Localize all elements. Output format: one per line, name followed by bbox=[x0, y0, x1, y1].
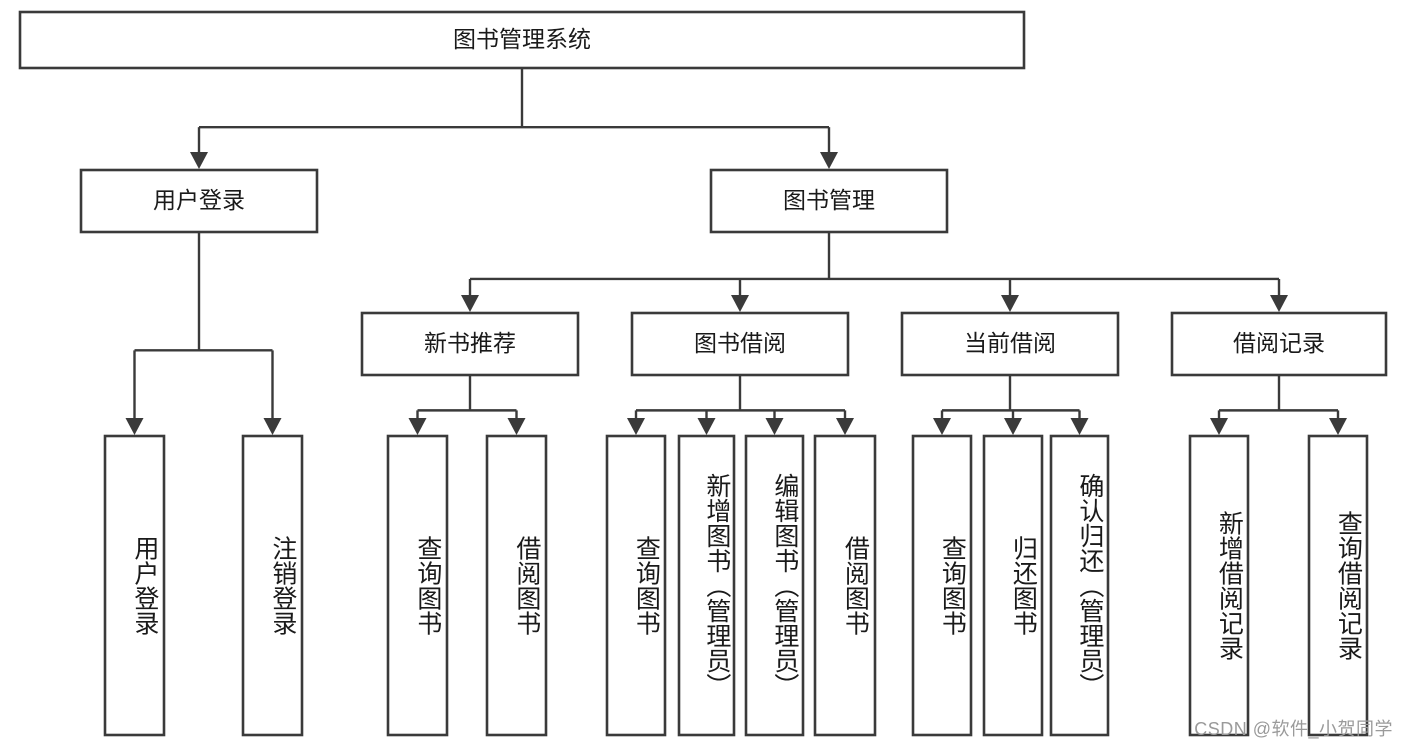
arrow-head-icon bbox=[1210, 418, 1228, 435]
watermark-label: CSDN @软件_小贺同学 bbox=[1194, 719, 1393, 739]
node-leaf-add-book-admin[interactable]: 新增图书（管理员） bbox=[677, 434, 736, 737]
node-box-root[interactable] bbox=[18, 10, 1026, 70]
arrow-head-icon bbox=[820, 152, 838, 169]
arrow-head-icon bbox=[1001, 295, 1019, 312]
arrow-head-icon bbox=[836, 418, 854, 435]
node-leaf-user-login[interactable]: 用户登录 bbox=[103, 434, 166, 737]
node-box-leaf-add-book-admin[interactable] bbox=[677, 434, 736, 737]
node-leaf-borrow-book-2[interactable]: 借阅图书 bbox=[813, 434, 877, 737]
node-label-leaf-confirm-return-admin: 确认归还（管理员） bbox=[1076, 473, 1105, 698]
connector-group bbox=[461, 232, 1288, 312]
connector-group bbox=[933, 375, 1089, 435]
connector-group bbox=[627, 375, 854, 435]
node-label-new-book-recommend: 新书推荐 bbox=[424, 330, 516, 356]
node-label-book-management: 图书管理 bbox=[783, 187, 875, 213]
connector-group bbox=[408, 375, 526, 435]
node-current-borrow[interactable]: 当前借阅 bbox=[900, 311, 1120, 377]
node-box-leaf-query-borrow-record[interactable] bbox=[1307, 434, 1369, 737]
node-box-leaf-borrow-book-2[interactable] bbox=[813, 434, 877, 737]
node-label-user-login: 用户登录 bbox=[153, 187, 245, 213]
arrow-head-icon bbox=[1070, 418, 1089, 435]
node-label-leaf-logout: 注销登录 bbox=[269, 536, 298, 636]
arrow-head-icon bbox=[1270, 295, 1288, 312]
node-box-leaf-return-book[interactable] bbox=[982, 434, 1044, 737]
arrow-head-icon bbox=[1004, 418, 1022, 435]
node-leaf-query-book-3[interactable]: 查询图书 bbox=[911, 434, 973, 737]
node-box-leaf-edit-book-admin[interactable] bbox=[744, 434, 805, 737]
node-box-current-borrow[interactable] bbox=[900, 311, 1120, 377]
node-box-leaf-user-login[interactable] bbox=[103, 434, 166, 737]
node-user-login[interactable]: 用户登录 bbox=[79, 168, 319, 234]
node-borrow-record[interactable]: 借阅记录 bbox=[1170, 311, 1388, 377]
node-leaf-edit-book-admin[interactable]: 编辑图书（管理员） bbox=[744, 434, 805, 737]
node-leaf-query-book-2[interactable]: 查询图书 bbox=[605, 434, 667, 737]
node-label-leaf-query-borrow-record: 查询借阅记录 bbox=[1334, 511, 1363, 661]
connector-group bbox=[190, 68, 838, 169]
node-leaf-confirm-return-admin[interactable]: 确认归还（管理员） bbox=[1049, 434, 1110, 737]
node-label-current-borrow: 当前借阅 bbox=[964, 330, 1056, 356]
arrow-head-icon bbox=[190, 152, 208, 169]
connector-layer bbox=[125, 68, 1347, 435]
arrow-head-icon bbox=[125, 418, 144, 435]
node-box-leaf-query-book-1[interactable] bbox=[386, 434, 449, 737]
node-label-book-borrow: 图书借阅 bbox=[694, 330, 786, 356]
node-label-leaf-borrow-book-1: 借阅图书 bbox=[513, 536, 542, 636]
node-box-new-book-recommend[interactable] bbox=[360, 311, 580, 377]
node-label-leaf-edit-book-admin: 编辑图书（管理员） bbox=[771, 473, 800, 698]
node-box-leaf-confirm-return-admin[interactable] bbox=[1049, 434, 1110, 737]
node-box-book-management[interactable] bbox=[709, 168, 949, 234]
node-leaf-borrow-book-1[interactable]: 借阅图书 bbox=[485, 434, 548, 737]
arrow-head-icon bbox=[507, 418, 526, 435]
arrow-head-icon bbox=[461, 295, 479, 312]
node-label-root: 图书管理系统 bbox=[453, 26, 591, 52]
node-leaf-return-book[interactable]: 归还图书 bbox=[982, 434, 1044, 737]
node-leaf-query-borrow-record[interactable]: 查询借阅记录 bbox=[1307, 434, 1369, 737]
arrow-head-icon bbox=[731, 295, 749, 312]
node-box-user-login[interactable] bbox=[79, 168, 319, 234]
node-book-borrow[interactable]: 图书借阅 bbox=[630, 311, 850, 377]
node-label-leaf-query-book-2: 查询图书 bbox=[632, 536, 661, 636]
arrow-head-icon bbox=[408, 418, 427, 435]
node-label-leaf-return-book: 归还图书 bbox=[1009, 536, 1038, 636]
node-label-leaf-query-book-3: 查询图书 bbox=[938, 536, 967, 636]
node-leaf-logout[interactable]: 注销登录 bbox=[241, 434, 304, 737]
node-box-leaf-logout[interactable] bbox=[241, 434, 304, 737]
node-label-leaf-query-book-1: 查询图书 bbox=[414, 536, 443, 636]
node-root[interactable]: 图书管理系统 bbox=[18, 10, 1026, 70]
node-label-leaf-user-login: 用户登录 bbox=[131, 536, 160, 636]
node-label-leaf-add-borrow-record: 新增借阅记录 bbox=[1215, 511, 1244, 661]
node-box-leaf-borrow-book-1[interactable] bbox=[485, 434, 548, 737]
connector-group bbox=[1210, 375, 1347, 435]
node-new-book-recommend[interactable]: 新书推荐 bbox=[360, 311, 580, 377]
node-label-leaf-add-book-admin: 新增图书（管理员） bbox=[703, 473, 732, 698]
node-leaf-add-borrow-record[interactable]: 新增借阅记录 bbox=[1188, 434, 1250, 737]
node-box-leaf-query-book-2[interactable] bbox=[605, 434, 667, 737]
node-box-book-borrow[interactable] bbox=[630, 311, 850, 377]
arrow-head-icon bbox=[933, 418, 951, 435]
arrow-head-icon bbox=[263, 418, 282, 435]
node-label-borrow-record: 借阅记录 bbox=[1233, 330, 1325, 356]
arrow-head-icon bbox=[1329, 418, 1347, 435]
node-leaf-query-book-1[interactable]: 查询图书 bbox=[386, 434, 449, 737]
node-book-management[interactable]: 图书管理 bbox=[709, 168, 949, 234]
node-box-leaf-query-book-3[interactable] bbox=[911, 434, 973, 737]
node-box-leaf-add-borrow-record[interactable] bbox=[1188, 434, 1250, 737]
node-label-leaf-borrow-book-2: 借阅图书 bbox=[841, 536, 870, 636]
connector-group bbox=[125, 232, 282, 435]
node-box-borrow-record[interactable] bbox=[1170, 311, 1388, 377]
arrow-head-icon bbox=[627, 418, 645, 435]
node-layer: 图书管理系统用户登录图书管理新书推荐图书借阅当前借阅借阅记录用户登录注销登录查询… bbox=[18, 10, 1388, 737]
arrow-head-icon bbox=[765, 418, 784, 435]
arrow-head-icon bbox=[697, 418, 716, 435]
